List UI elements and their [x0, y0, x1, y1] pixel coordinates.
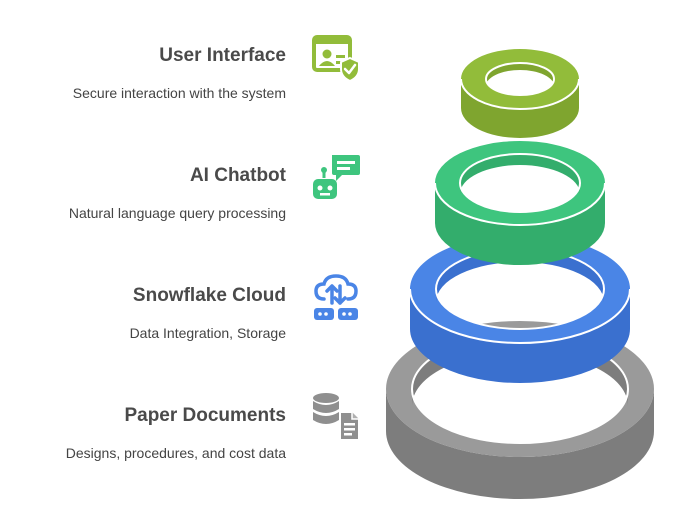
layer-description-ai-chatbot: Natural language query processing	[68, 205, 286, 221]
database-doc-icon	[313, 393, 360, 440]
ring-ai-chatbot	[434, 141, 606, 265]
layer-title-ai-chatbot: AI Chatbot	[189, 165, 286, 186]
layer-title-paper-documents: Paper Documents	[124, 405, 286, 426]
layer-title-user-interface: User Interface	[159, 45, 286, 66]
ring-user-interface	[460, 49, 580, 138]
robot-chat-icon	[313, 155, 360, 199]
user-shield-icon	[312, 35, 360, 82]
ring-snowflake-cloud	[409, 235, 631, 383]
layer-description-paper-documents: Designs, procedures, and cost data	[65, 445, 286, 461]
cloud-transfer-icon	[314, 274, 358, 320]
layer-title-snowflake-cloud: Snowflake Cloud	[132, 285, 286, 306]
layer-description-user-interface: Secure interaction with the system	[72, 85, 286, 101]
layer-description-snowflake-cloud: Data Integration, Storage	[129, 325, 286, 341]
